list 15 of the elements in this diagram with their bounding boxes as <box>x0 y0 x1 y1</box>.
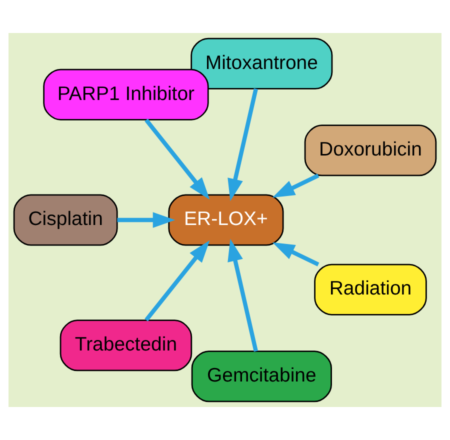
arrow <box>144 118 210 200</box>
node-box: Radiation <box>314 264 427 316</box>
node-box: Cisplatin <box>13 194 118 246</box>
arrow <box>228 238 258 352</box>
node-box: Doxorubicin <box>304 124 437 176</box>
arrow <box>144 240 210 322</box>
node-box: Mitoxantrone <box>190 38 333 90</box>
arrow <box>228 88 258 202</box>
node-box: Trabectedin <box>60 320 192 372</box>
arrow <box>272 242 320 266</box>
arrow <box>117 212 176 228</box>
arrow <box>272 174 320 198</box>
node-box: Gemcitabine <box>191 350 332 402</box>
node-box: PARP1 Inhibitor <box>43 68 209 120</box>
node-box: ER-LOX+ <box>168 194 284 246</box>
